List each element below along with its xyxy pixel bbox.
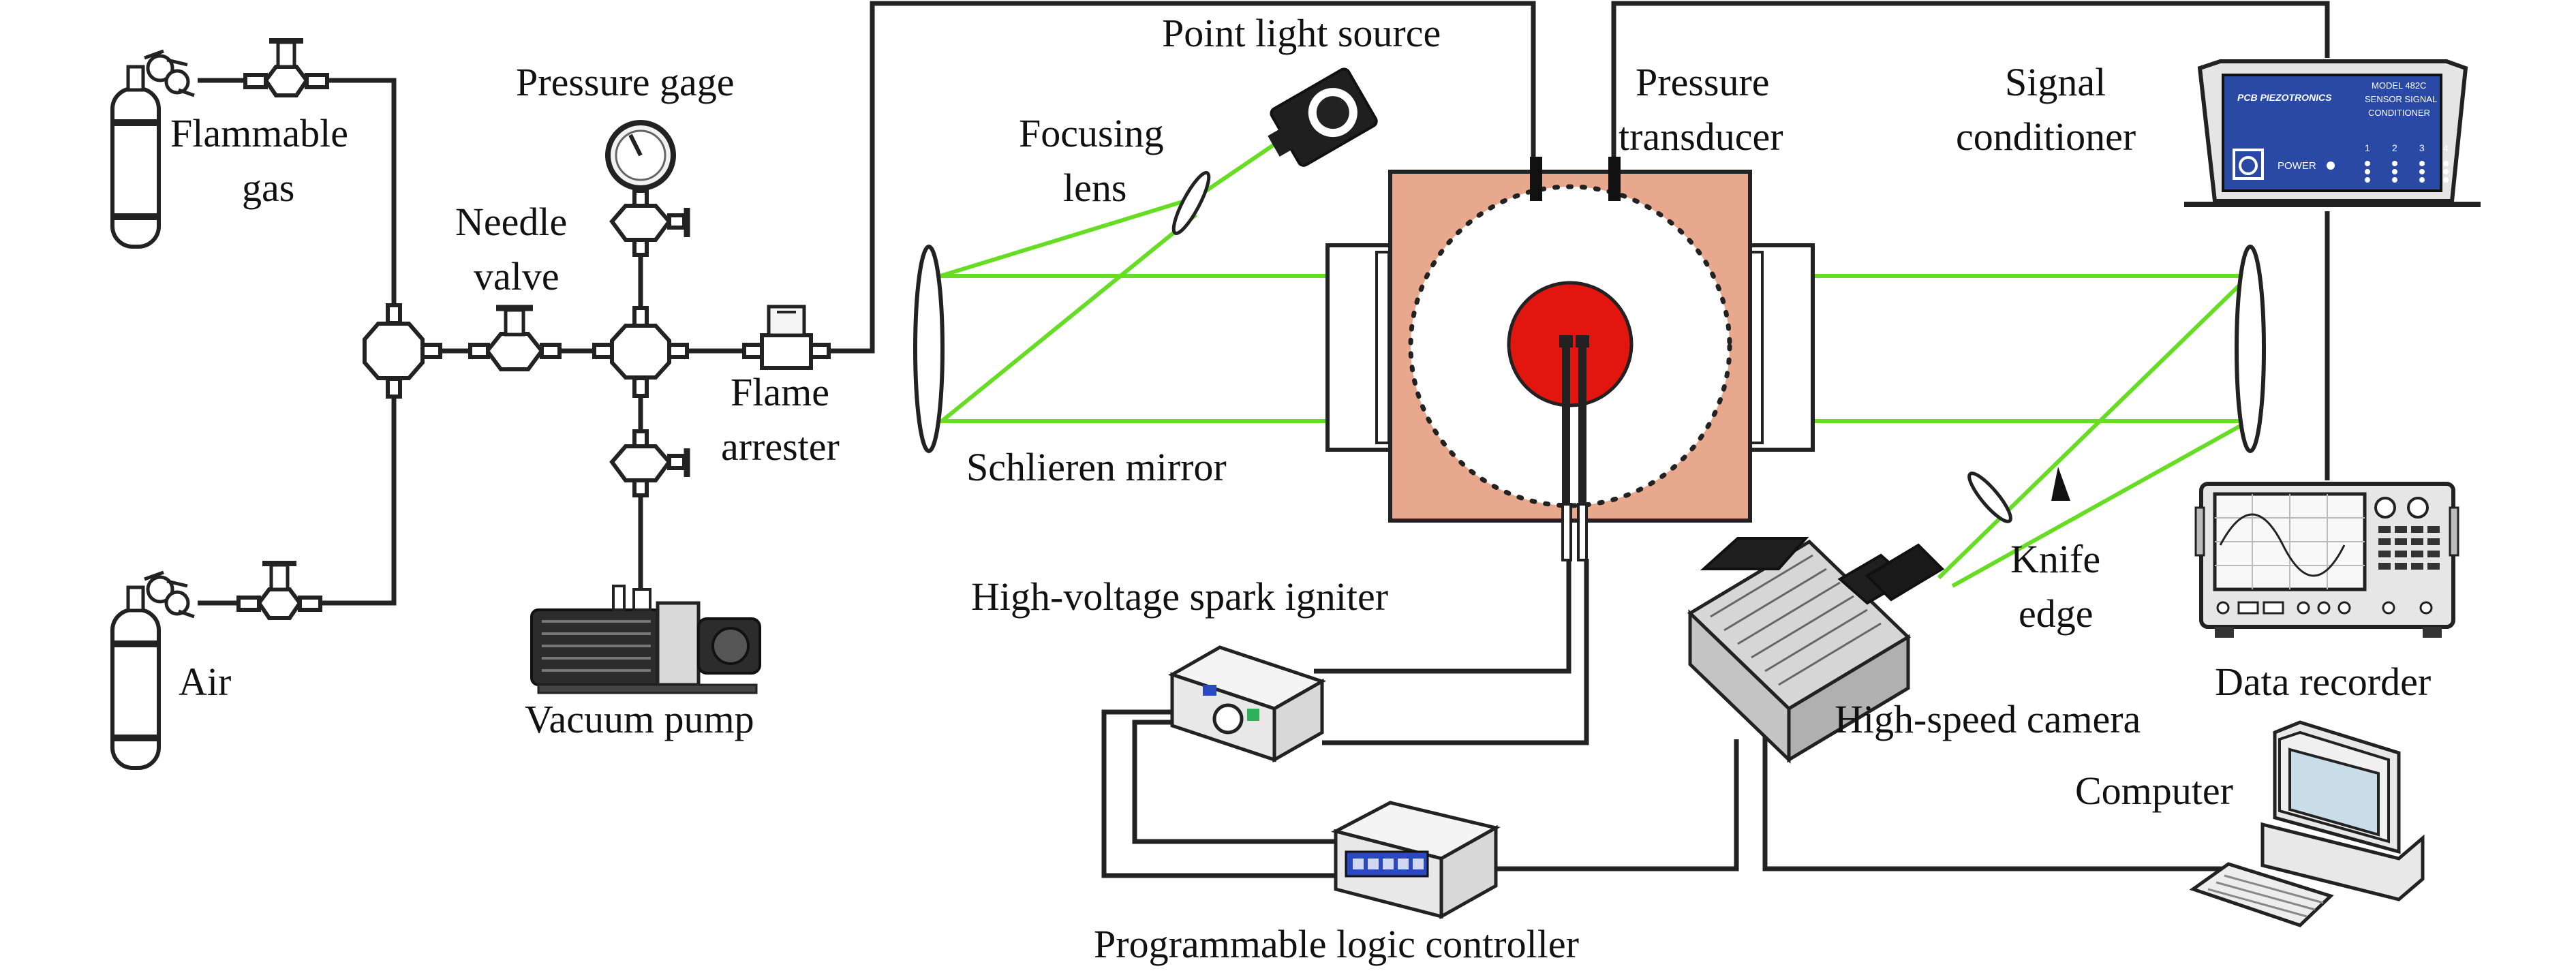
label-flame-arrester-line-1: Flame	[731, 370, 829, 414]
cross-fitting-icon	[363, 303, 442, 399]
label-pressure-transducer-line-1: Pressure	[1636, 60, 1770, 104]
pump-valve-icon	[609, 429, 690, 497]
labels: Flammable gas Air Pressure gage Needle v…	[170, 11, 2431, 966]
air-cylinder-icon	[110, 570, 195, 770]
left-schlieren-mirror-icon	[913, 245, 945, 453]
label-point-light-source: Point light source	[1162, 11, 1441, 55]
needle-valve-icon	[468, 305, 562, 371]
label-computer: Computer	[2075, 769, 2233, 813]
conditioner-power-label: POWER	[2278, 160, 2316, 172]
gas-valve-icon	[243, 38, 329, 97]
conditioner-channel-4: 4	[2443, 142, 2449, 153]
right-schlieren-mirror-icon	[2235, 245, 2266, 453]
spark-electrodes-icon	[1559, 335, 1589, 561]
conditioner-brand: PCB PIEZOTRONICS	[2237, 92, 2332, 103]
label-pressure-gage: Pressure gage	[516, 60, 735, 104]
plc-icon	[1331, 801, 1501, 920]
camera-lens-icon	[1967, 472, 2012, 523]
vacuum-pump-icon	[530, 585, 761, 694]
gage-valve-icon	[609, 189, 690, 257]
label-high-speed-camera: High-speed camera	[1835, 697, 2141, 741]
signal-wires	[1101, 1, 2330, 878]
label-schlieren-mirror: Schlieren mirror	[966, 445, 1227, 489]
conditioner-channel-3: 3	[2419, 142, 2425, 153]
label-flammable-gas-line-2: gas	[242, 166, 294, 210]
label-signal-conditioner-line-2: conditioner	[1956, 114, 2136, 159]
conditioner-model-line-3: CONDITIONER	[2368, 108, 2430, 118]
flame-arrester-icon	[742, 305, 831, 370]
conditioner-channel-1: 1	[2365, 142, 2370, 153]
label-pressure-transducer-line-2: transducer	[1619, 114, 1783, 159]
data-recorder-icon	[2194, 482, 2459, 638]
tee-fitting-icon	[592, 306, 689, 398]
pressure-gage-icon	[605, 120, 676, 191]
conditioner-model-line-2: SENSOR SIGNAL	[2365, 94, 2437, 104]
label-focusing-lens-line-1: Focusing	[1019, 111, 1164, 155]
label-needle-valve-line-1: Needle	[455, 200, 567, 244]
focusing-lens-icon	[1171, 170, 1211, 236]
label-vacuum-pump: Vacuum pump	[525, 697, 754, 741]
conditioner-model-line-1: MODEL 482C	[2372, 80, 2426, 91]
label-knife-edge-line-1: Knife	[2010, 537, 2100, 581]
label-data-recorder: Data recorder	[2215, 660, 2431, 704]
high-speed-camera-icon	[1687, 537, 1945, 764]
label-knife-edge-line-2: edge	[2019, 591, 2094, 636]
air-valve-icon	[236, 561, 322, 620]
label-plc: Programmable logic controller	[1094, 922, 1579, 966]
knife-edge-icon	[2051, 467, 2070, 501]
label-spark-igniter: High-voltage spark igniter	[971, 574, 1388, 619]
label-flame-arrester-line-2: arrester	[721, 424, 840, 469]
computer-icon	[2189, 720, 2425, 927]
signal-conditioner-icon: PCB PIEZOTRONICS MODEL 482C SENSOR SIGNA…	[2184, 59, 2481, 207]
point-light-source-icon	[1268, 67, 1378, 167]
flammable-gas-cylinder-icon	[110, 49, 195, 249]
label-flammable-gas-line-1: Flammable	[170, 111, 348, 155]
label-focusing-lens-line-2: lens	[1063, 166, 1126, 210]
label-signal-conditioner-line-1: Signal	[2005, 60, 2106, 104]
label-needle-valve-line-2: valve	[474, 254, 559, 298]
spark-igniter-icon	[1167, 645, 1327, 763]
conditioner-channel-2: 2	[2392, 142, 2397, 153]
label-air: Air	[179, 660, 231, 704]
